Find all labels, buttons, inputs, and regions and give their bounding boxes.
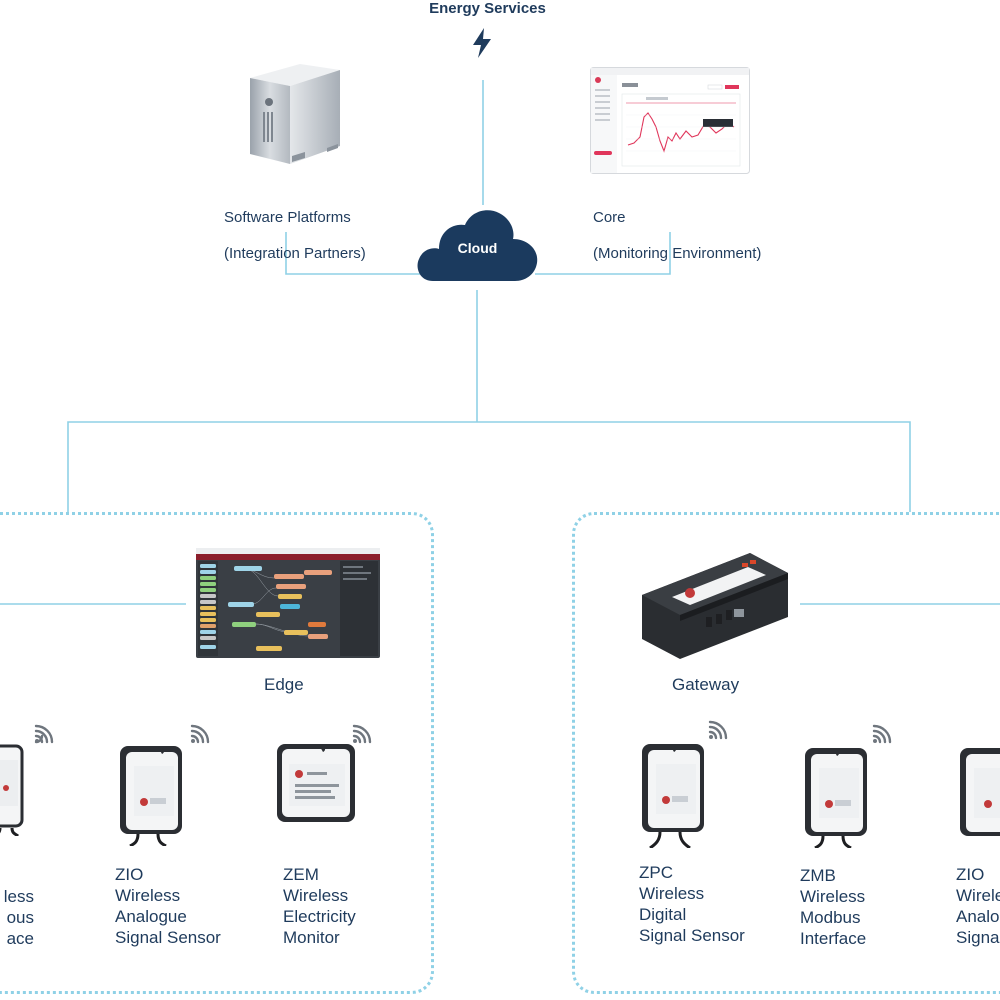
gateway-device-image	[642, 553, 788, 659]
device-label-zio-partial-right: ZIO Wirele Analog Signal	[956, 865, 1000, 947]
wireless-sensor-image	[0, 744, 24, 836]
edge-flow-editor-thumbnail	[196, 548, 380, 658]
core-line2: (Monitoring Environment)	[593, 245, 762, 262]
device-label-zio: ZIO Wireless Analogue Signal Sensor	[115, 865, 221, 947]
wireless-sensor-image	[960, 748, 1000, 836]
device-label-zem: ZEM Wireless Electricity Monitor	[283, 865, 356, 947]
cloud-label: Cloud	[457, 240, 498, 256]
core-line1: Core	[593, 209, 626, 226]
wifi-signal-icon	[190, 724, 210, 744]
software-platforms-line2: (Integration Partners)	[224, 245, 366, 262]
wifi-signal-icon	[872, 724, 892, 744]
edge-group-box	[0, 512, 434, 994]
electricity-monitor-image	[277, 744, 355, 822]
gateway-label: Gateway	[672, 675, 740, 694]
core-label: Core (Monitoring Environment)	[593, 191, 761, 263]
diagram-title: Energy Services	[429, 0, 546, 17]
wireless-sensor-image	[120, 746, 182, 846]
server-icon	[250, 64, 340, 164]
device-label-zmb: ZMB Wireless Modbus Interface	[800, 866, 867, 948]
wifi-signal-icon	[352, 724, 372, 744]
cloud-icon	[417, 210, 538, 281]
edge-label: Edge	[264, 675, 304, 694]
software-platforms-label: Software Platforms (Integration Partners…	[224, 191, 366, 263]
lightning-bolt-icon	[473, 28, 491, 58]
software-platforms-line1: Software Platforms	[224, 209, 351, 226]
gateway-group-box	[572, 512, 1000, 994]
wireless-sensor-image	[642, 744, 704, 848]
wifi-signal-icon	[708, 720, 728, 740]
device-label-zpc: ZPC Wireless Digital Signal Sensor	[639, 863, 745, 945]
wifi-signal-icon	[34, 724, 54, 744]
device-label-partial-left: less ous ace	[3, 887, 34, 948]
wireless-sensor-image	[805, 748, 867, 848]
monitoring-dashboard-thumbnail	[590, 67, 750, 174]
